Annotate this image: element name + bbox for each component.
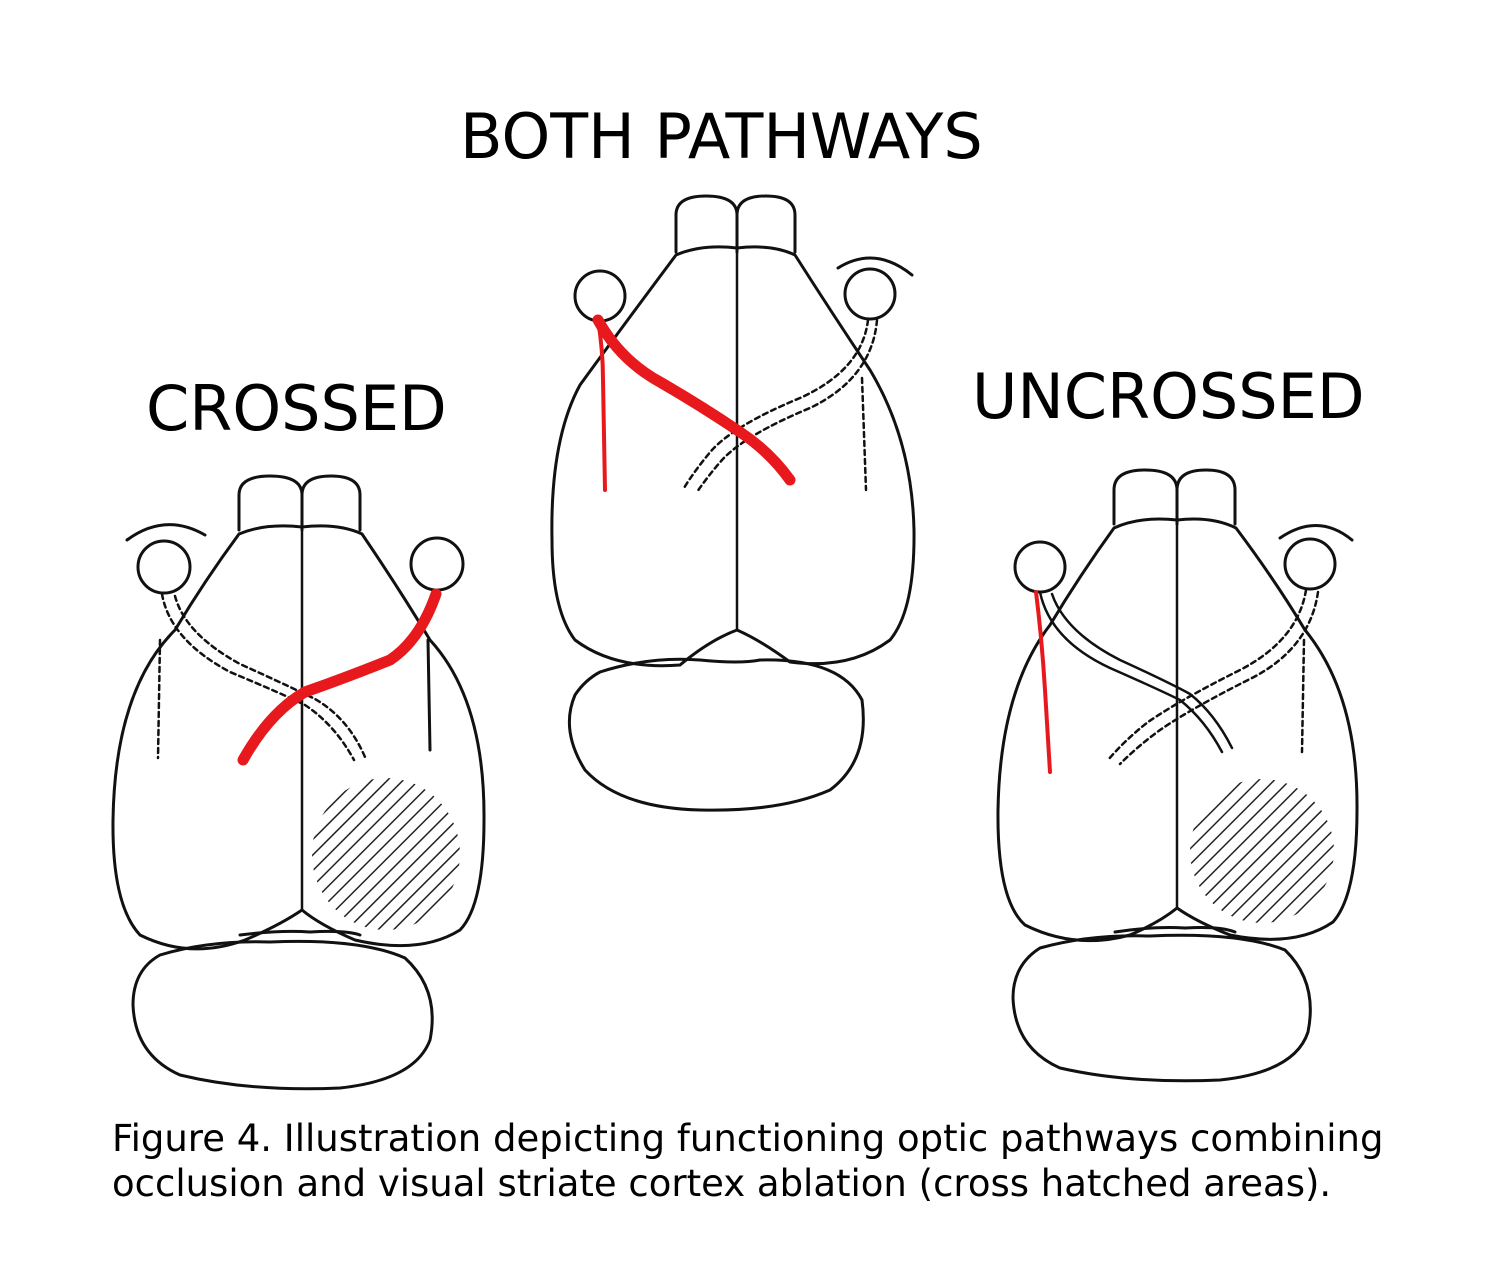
olfactory-bulbs — [237, 474, 362, 532]
left-eye — [136, 539, 192, 595]
right-eye — [1283, 537, 1337, 591]
cerebellum — [131, 939, 434, 1091]
dashed-pathway-crossing — [682, 318, 870, 490]
caption-line-2: occlusion and visual striate cortex abla… — [112, 1162, 1332, 1205]
cerebellum — [1011, 933, 1312, 1083]
dashed-pathway-crossing — [160, 592, 356, 762]
red-uncrossed-pathway — [1034, 590, 1052, 774]
brain-crossed — [111, 474, 486, 1091]
left-eye — [1013, 540, 1067, 594]
dashed-pathway-uncrossed — [860, 376, 868, 492]
right-hemisphere — [300, 524, 486, 948]
olfactory-bulbs — [1112, 468, 1237, 526]
left-eye-occluder — [125, 523, 207, 542]
caption-line-1: Figure 4. Illustration depicting functio… — [112, 1117, 1384, 1160]
left-hemisphere — [996, 517, 1179, 943]
right-eye-occluder — [836, 256, 914, 277]
cerebellum — [567, 657, 865, 812]
title-uncrossed: UNCROSSED — [972, 360, 1365, 433]
left-eye — [573, 269, 627, 323]
functional-pathways-crossed — [237, 588, 442, 766]
brain-both-pathways — [550, 194, 916, 812]
functional-pathways-uncrossed — [1034, 590, 1052, 774]
right-hemisphere — [1175, 517, 1359, 941]
dashed-pathway-uncrossed — [1300, 638, 1306, 754]
red-uncrossed-pathway-both — [596, 318, 607, 492]
ablation-hatched-area-uncrossed — [1190, 779, 1334, 923]
brain-uncrossed — [996, 468, 1359, 1083]
right-eye-occluder — [1278, 524, 1354, 542]
right-eye — [843, 267, 897, 321]
functional-pathways-both — [592, 314, 796, 492]
left-hemisphere — [111, 524, 304, 951]
left-hemisphere — [550, 245, 739, 668]
dashed-pathway-crossing — [1106, 588, 1308, 762]
red-crossed-pathway-both — [592, 314, 796, 486]
red-crossed-pathway — [237, 588, 442, 766]
figure-caption: Figure 4. Illustration depicting functio… — [112, 1116, 1383, 1206]
title-crossed: CROSSED — [146, 372, 447, 445]
ablation-hatched-area-crossed — [312, 778, 460, 930]
right-uncrossed-pathway — [426, 638, 432, 752]
left-eye-crossing-pathway — [1038, 590, 1224, 754]
dashed-pathway-uncrossed — [156, 638, 162, 760]
right-eye — [409, 536, 465, 592]
title-both-pathways: BOTH PATHWAYS — [460, 100, 983, 173]
